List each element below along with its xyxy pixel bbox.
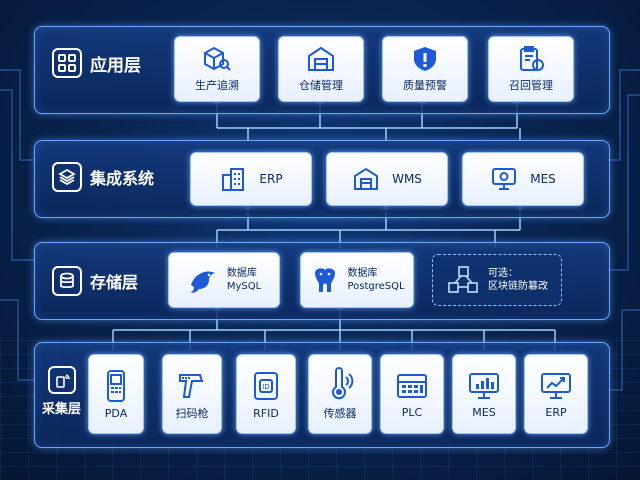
device-rfid[interactable]: ID RFID — [236, 354, 296, 434]
dolphin-icon — [190, 271, 215, 293]
clipboard-refresh-icon — [520, 46, 544, 71]
pda-device-icon — [107, 369, 125, 402]
integration-card-wms[interactable]: WMS — [326, 152, 448, 206]
layers-icon — [52, 162, 82, 192]
storage-card-blockchain-optional[interactable]: 可选： 区块链防篡改 — [432, 254, 562, 306]
plc-controller-icon — [397, 373, 427, 398]
barcode-scanner-gun-icon — [179, 374, 204, 398]
integration-card-erp[interactable]: ERP — [190, 152, 312, 206]
shield-alert-icon — [414, 47, 436, 71]
monitor-line-chart-icon — [541, 372, 571, 399]
app-card-quality-alert[interactable]: 质量预警 — [382, 36, 468, 102]
device-mes[interactable]: MES — [452, 354, 516, 434]
device-plc[interactable]: PLC — [380, 354, 444, 434]
building-icon — [222, 168, 245, 191]
app-card-warehouse[interactable]: 仓储管理 — [278, 36, 364, 102]
svg-text:ID: ID — [262, 383, 269, 391]
rfid-card-icon: ID — [254, 371, 278, 400]
monitor-gear-icon — [492, 168, 517, 190]
app-card-traceability[interactable]: 生产追溯 — [174, 36, 260, 102]
integration-card-mes[interactable]: MES — [462, 152, 584, 206]
warehouse-icon — [354, 167, 379, 190]
storage-card-postgresql[interactable]: 数据库 PostgreSQL — [300, 252, 414, 308]
warehouse-icon — [308, 46, 334, 71]
device-erp[interactable]: ERP — [524, 354, 588, 434]
database-icon — [52, 266, 82, 296]
blockchain-cubes-icon — [448, 266, 478, 293]
elephant-icon — [315, 268, 336, 292]
grid-apps-icon — [52, 48, 82, 78]
app-card-recall[interactable]: 召回管理 — [488, 36, 574, 102]
integration-layer-title: 集成系统 — [52, 162, 154, 192]
device-pda[interactable]: PDA — [88, 354, 144, 434]
storage-layer-title: 存储层 — [52, 266, 138, 296]
box-search-icon — [204, 46, 231, 71]
device-barcode-scanner[interactable]: 扫码枪 — [162, 354, 222, 434]
device-sensor[interactable]: 传感器 — [308, 354, 372, 434]
application-layer-title: 应用层 — [52, 48, 141, 78]
thermometer-sensor-icon — [332, 367, 354, 400]
handheld-scanner-icon — [47, 366, 76, 394]
monitor-bar-chart-icon — [469, 372, 499, 399]
storage-card-mysql[interactable]: 数据库 MySQL — [168, 252, 280, 308]
collection-layer-title: 采集层 — [42, 366, 81, 417]
